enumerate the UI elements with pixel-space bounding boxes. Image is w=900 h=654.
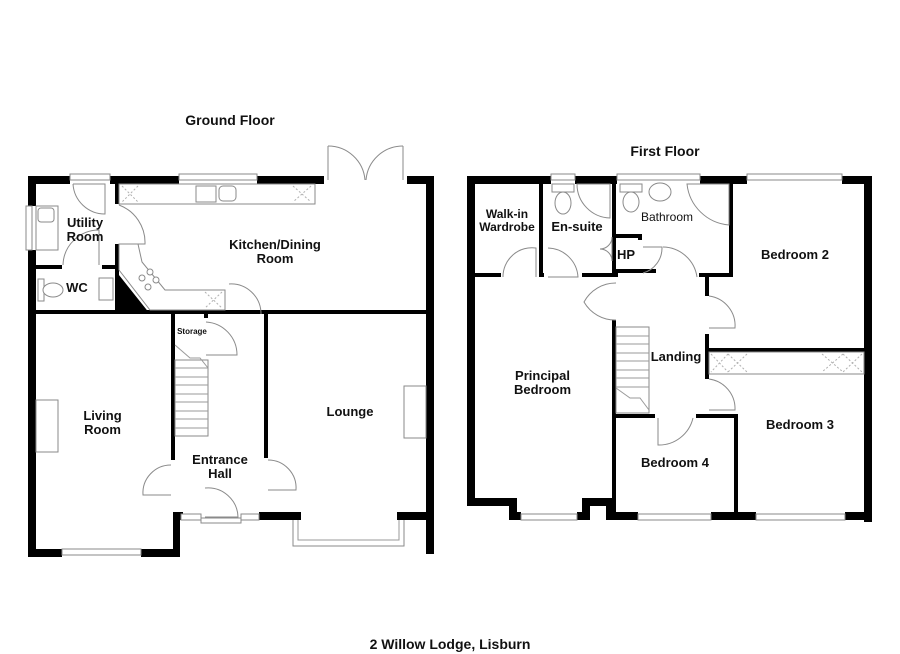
property-caption: 2 Willow Lodge, Lisburn [369, 636, 531, 652]
ground-floor-plan [25, 145, 434, 557]
room-label-storage: Storage [177, 327, 207, 336]
ground-floor-title: Ground Floor [185, 112, 275, 128]
room-label-bedroom-3: Bedroom 3 [766, 417, 834, 432]
first-floor-title: First Floor [630, 143, 700, 159]
room-label-utility: Utility Room [66, 215, 104, 244]
room-label-bedroom-2: Bedroom 2 [761, 247, 829, 262]
room-label-entrance-hall: Entrance Hall [192, 452, 248, 481]
room-label-principal-bedroom: Principal Bedroom [513, 368, 572, 397]
room-label-lounge: Lounge [326, 404, 374, 419]
room-label-wc: WC [66, 280, 88, 295]
first-floor-stairs [615, 326, 650, 414]
room-label-hp: HP [616, 247, 636, 262]
room-label-bathroom: Bathroom [640, 210, 694, 224]
room-label-living-room: Living Room [83, 408, 122, 437]
room-label-en-suite: En-suite [551, 219, 603, 234]
room-label-kitchen-dining: Kitchen/Dining Room [229, 237, 321, 266]
first-floor-plan [467, 173, 872, 522]
room-label-walk-in-wardrobe: Walk-in Wardrobe [479, 207, 535, 234]
ground-floor-stairs [174, 344, 209, 437]
room-label-bedroom-4: Bedroom 4 [641, 455, 709, 470]
room-label-landing: Landing [650, 349, 702, 364]
